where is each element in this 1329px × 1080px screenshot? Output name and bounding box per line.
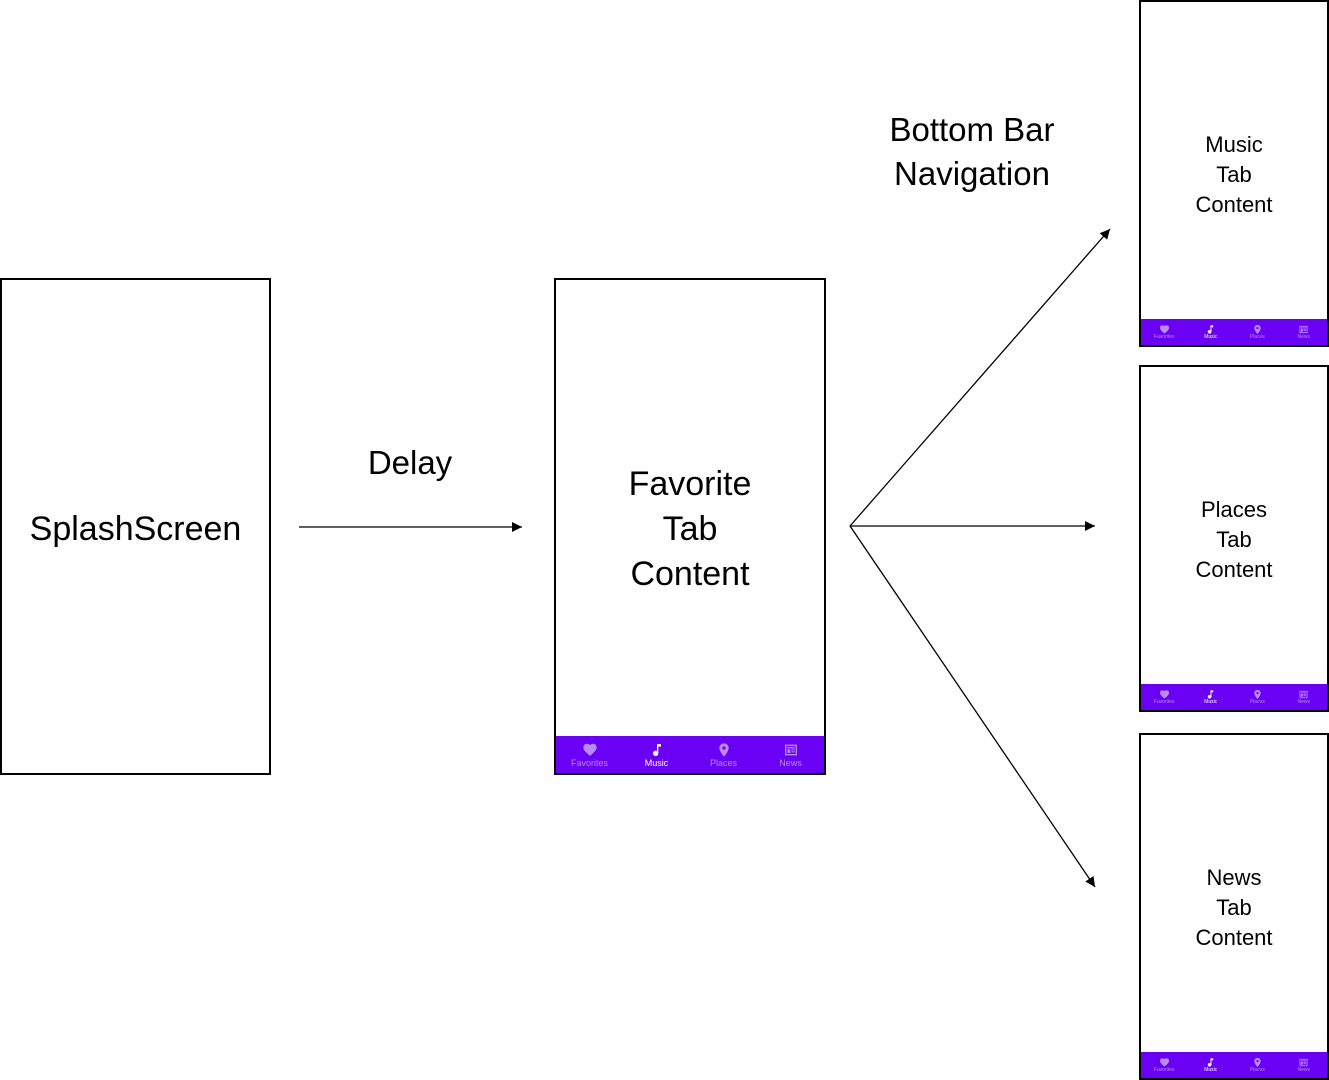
nav-item-music[interactable]: Music bbox=[1188, 1052, 1235, 1078]
nav-item-label: News bbox=[1297, 699, 1310, 705]
newspaper-icon bbox=[783, 742, 799, 758]
places-label-line: Content bbox=[1195, 557, 1273, 582]
favorite-label-line: Content bbox=[630, 555, 750, 593]
heart-icon bbox=[1159, 689, 1170, 700]
favorite-label-line: Favorite bbox=[628, 465, 752, 503]
location-pin-icon bbox=[1252, 689, 1263, 700]
location-pin-icon bbox=[1252, 1057, 1263, 1068]
nav-item-places[interactable]: Places bbox=[1234, 319, 1281, 345]
news-label-line: News bbox=[1206, 865, 1262, 890]
music-note-icon bbox=[649, 742, 665, 758]
nav-item-favorites[interactable]: Favorites bbox=[1141, 1052, 1188, 1078]
favorite-screen-label: Favorite Tab Content bbox=[556, 462, 824, 597]
delay-label: Delay bbox=[330, 440, 490, 486]
nav-item-music[interactable]: Music bbox=[623, 736, 690, 773]
nav-item-label: Favorites bbox=[1153, 699, 1175, 705]
nav-item-label: Favorites bbox=[1153, 334, 1175, 340]
newspaper-icon bbox=[1298, 1057, 1309, 1068]
nav-item-favorites[interactable]: Favorites bbox=[1141, 684, 1188, 710]
splash-label-line: SplashScreen bbox=[29, 510, 242, 548]
delay-label-line: Delay bbox=[367, 444, 453, 481]
nav-item-label: Places bbox=[1249, 699, 1265, 705]
nav-item-label: News bbox=[1297, 1067, 1310, 1073]
newspaper-icon bbox=[1298, 689, 1309, 700]
arrow-favorite-to-news bbox=[849, 525, 1096, 888]
location-pin-icon bbox=[716, 742, 732, 758]
nav-item-label: Places bbox=[1249, 334, 1265, 340]
splash-screen-frame: SplashScreen bbox=[0, 278, 271, 775]
nav-item-label: Music bbox=[644, 757, 669, 768]
favorite-label-line: Tab bbox=[662, 510, 718, 548]
music-note-icon bbox=[1205, 324, 1216, 335]
arrow-favorite-to-music bbox=[849, 228, 1111, 527]
places-screen-label: Places Tab Content bbox=[1141, 495, 1327, 585]
music-label-line: Music bbox=[1205, 132, 1263, 157]
music-label-line: Tab bbox=[1216, 162, 1252, 187]
nav-item-music[interactable]: Music bbox=[1188, 684, 1235, 710]
nav-item-news[interactable]: News bbox=[1281, 684, 1328, 710]
news-screen-label: News Tab Content bbox=[1141, 863, 1327, 953]
music-note-icon bbox=[1205, 1057, 1216, 1068]
nav-item-places[interactable]: Places bbox=[690, 736, 757, 773]
music-label-line: Content bbox=[1195, 192, 1273, 217]
music-screen-label: Music Tab Content bbox=[1141, 130, 1327, 220]
nav-item-news[interactable]: News bbox=[1281, 1052, 1328, 1078]
nav-item-label: Places bbox=[709, 757, 737, 768]
places-label-line: Tab bbox=[1216, 527, 1252, 552]
news-screen-frame: News Tab Content Favorites Music Places New… bbox=[1139, 733, 1329, 1080]
nav-item-places[interactable]: Places bbox=[1234, 684, 1281, 710]
heart-icon bbox=[1159, 1057, 1170, 1068]
nav-item-label: Places bbox=[1249, 1067, 1265, 1073]
news-label-line: Tab bbox=[1216, 895, 1252, 920]
bottom-navigation-bar: Favorites Music Places News bbox=[556, 736, 824, 773]
favorite-screen-frame: Favorite Tab Content Favorites Music Place… bbox=[554, 278, 826, 775]
heart-icon bbox=[582, 742, 598, 758]
bottom-bar-label-line: Bottom Bar bbox=[889, 111, 1055, 148]
music-note-icon bbox=[1205, 689, 1216, 700]
places-label-line: Places bbox=[1200, 497, 1268, 522]
nav-item-label: Music bbox=[1204, 699, 1218, 705]
nav-item-label: News bbox=[1297, 334, 1310, 340]
nav-item-news[interactable]: News bbox=[757, 736, 824, 773]
nav-item-label: News bbox=[779, 757, 802, 768]
nav-item-label: Favorites bbox=[570, 757, 608, 768]
nav-item-label: Music bbox=[1204, 1067, 1218, 1073]
newspaper-icon bbox=[1298, 324, 1309, 335]
bottom-bar-label-line: Navigation bbox=[894, 155, 1050, 192]
bottom-navigation-bar: Favorites Music Places News bbox=[1141, 684, 1327, 710]
nav-item-label: Music bbox=[1204, 334, 1218, 340]
bottom-bar-navigation-label: Bottom Bar Navigation bbox=[862, 108, 1082, 196]
nav-item-news[interactable]: News bbox=[1281, 319, 1328, 345]
splash-screen-label: SplashScreen bbox=[2, 508, 269, 551]
bottom-navigation-bar: Favorites Music Places News bbox=[1141, 1052, 1327, 1078]
nav-item-label: Favorites bbox=[1153, 1067, 1175, 1073]
nav-item-places[interactable]: Places bbox=[1234, 1052, 1281, 1078]
bottom-navigation-bar: Favorites Music Places News bbox=[1141, 319, 1327, 345]
location-pin-icon bbox=[1252, 324, 1263, 335]
nav-item-music[interactable]: Music bbox=[1188, 319, 1235, 345]
news-label-line: Content bbox=[1195, 925, 1273, 950]
nav-item-favorites[interactable]: Favorites bbox=[556, 736, 623, 773]
heart-icon bbox=[1159, 324, 1170, 335]
nav-item-favorites[interactable]: Favorites bbox=[1141, 319, 1188, 345]
